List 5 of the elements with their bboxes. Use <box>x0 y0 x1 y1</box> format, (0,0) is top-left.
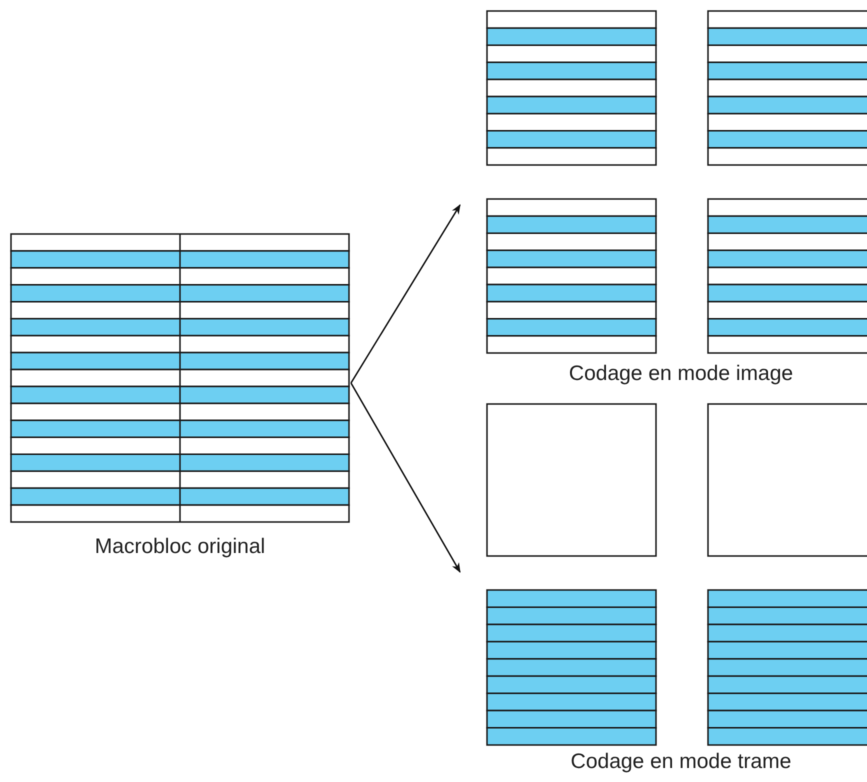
caption-text: Codage en mode trame <box>570 750 792 774</box>
caption-text: Codage en mode image <box>568 362 794 386</box>
arrow <box>350 204 461 384</box>
caption-text: Macrobloc original <box>94 535 266 559</box>
arrow <box>350 382 461 573</box>
